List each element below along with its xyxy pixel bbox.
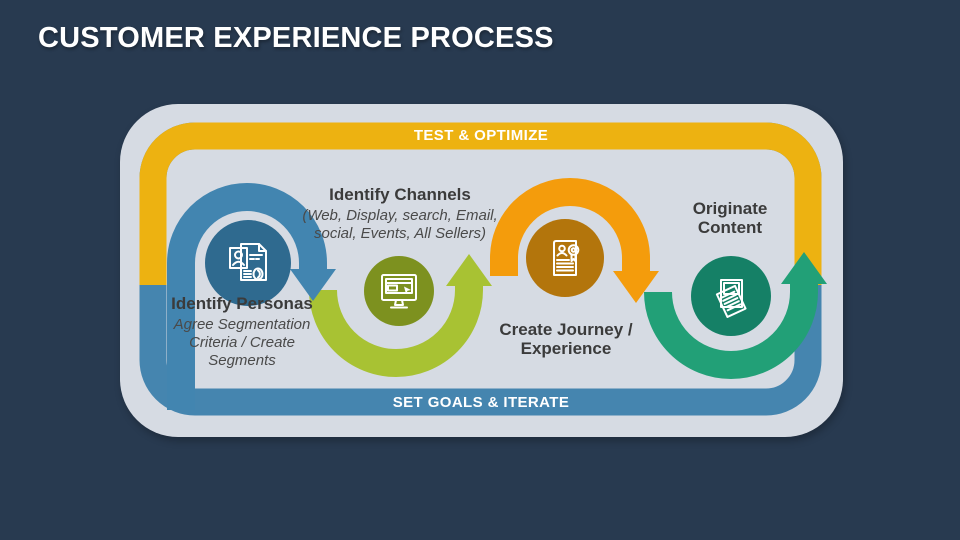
flow-arrowhead-3 xyxy=(613,271,659,303)
step-label-identify-channels: Identify Channels (Web, Display, search,… xyxy=(288,185,512,243)
flow-arrowhead-2 xyxy=(446,254,492,286)
step-circle-identify-personas xyxy=(205,220,291,306)
step-label-identify-personas: Identify Personas Agree Segmentation Cri… xyxy=(152,294,332,370)
step-label-create-journey: Create Journey / Experience xyxy=(489,320,643,358)
persona-resume-icon xyxy=(229,243,267,281)
step-subtitle-line: Segments xyxy=(208,352,276,369)
journey-document-icon xyxy=(553,240,580,276)
step-title-line: Experience xyxy=(520,339,612,358)
bottom-band-label: SET GOALS & ITERATE xyxy=(392,394,570,411)
step-circle-originate-content xyxy=(691,256,771,336)
step-subtitle-line: social, Events, All Sellers) xyxy=(313,225,486,242)
flow-arc-4 xyxy=(644,282,818,379)
step-title-line: Content xyxy=(697,218,763,237)
monitor-cursor-icon xyxy=(381,274,417,309)
flow-arc-3 xyxy=(490,178,650,276)
step-title-line: Identify Channels xyxy=(329,185,471,204)
flow-arc-2 xyxy=(309,284,483,377)
step-title-line: Identify Personas xyxy=(171,294,313,313)
step-circle-create-journey xyxy=(526,219,604,297)
page-title: CUSTOMER EXPERIENCE PROCESS xyxy=(38,22,554,54)
content-papers-icon xyxy=(715,279,747,319)
top-band-label: TEST & OPTIMIZE xyxy=(413,127,549,144)
step-title-line: Create Journey / xyxy=(499,320,633,339)
flow-arrowhead-1 xyxy=(290,269,336,301)
step-title-line: Originate xyxy=(692,199,768,218)
flow-arrowhead-4 xyxy=(781,252,827,284)
step-subtitle-line: Criteria / Create xyxy=(189,334,295,351)
step-label-originate-content: Originate Content xyxy=(672,199,788,237)
step-circle-identify-channels xyxy=(364,256,434,326)
step-subtitle-line: Agree Segmentation xyxy=(173,316,311,333)
step-subtitle-line: (Web, Display, search, Email, xyxy=(302,207,498,224)
flow-arc-1 xyxy=(167,183,327,410)
